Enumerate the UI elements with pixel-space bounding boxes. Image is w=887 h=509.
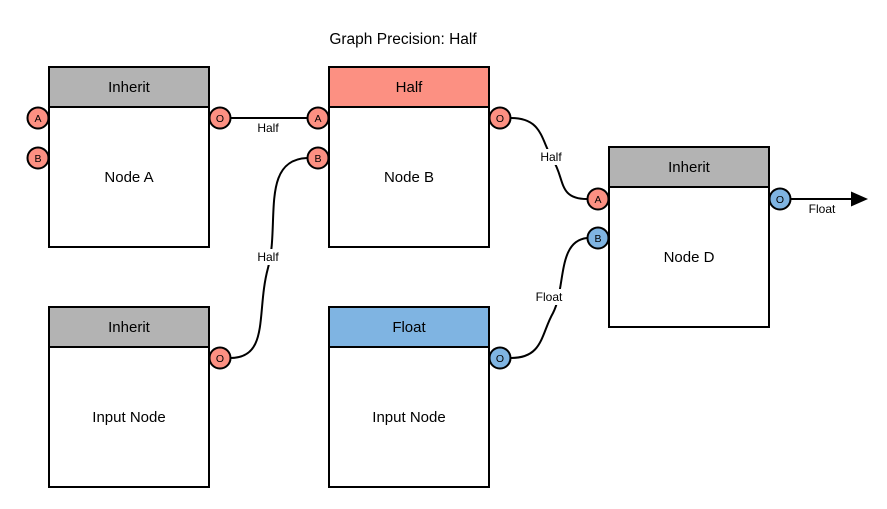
arrow-head-icon: [851, 191, 868, 207]
node-b-port-o: [488, 106, 512, 130]
node-title: Node B: [384, 169, 434, 186]
port-o-letter: O: [776, 194, 784, 206]
edge-label-background: [534, 149, 568, 165]
port-b-letter: B: [34, 153, 41, 165]
node-header: [48, 66, 210, 108]
node-header-label: Inherit: [668, 159, 711, 176]
graph-title: Graph Precision: Half: [329, 31, 477, 48]
port-o-letter: O: [216, 113, 224, 125]
edge-label: Float: [809, 202, 836, 216]
edge-label-background: [251, 249, 285, 265]
node-a-port-o: [208, 106, 232, 130]
edge-node-a-to-node-b: Half: [231, 117, 307, 135]
port-o-letter: O: [216, 353, 224, 365]
node-title: Input Node: [372, 409, 445, 426]
node-d-port-o: [768, 187, 792, 211]
port-a-letter: A: [594, 194, 601, 206]
node-header-label: Inherit: [108, 79, 151, 96]
port-o-letter: O: [496, 353, 504, 365]
node-b-port-b: [306, 146, 330, 170]
input-node-2-port-o: [488, 346, 512, 370]
node-title: Node D: [664, 249, 715, 266]
node-d-port-b: [586, 226, 610, 250]
edge-line: [229, 157, 308, 359]
node-a-port-a: [26, 106, 50, 130]
edge-input-node-2-to-node-d: Float: [510, 237, 588, 359]
port-b-letter: B: [594, 233, 601, 245]
node-header: [328, 306, 490, 348]
port-a-letter: A: [314, 113, 321, 125]
node-input-node-1: Inherit Input Node O: [48, 306, 232, 488]
input-node-1-port-o: [208, 346, 232, 370]
node-header-label: Inherit: [108, 319, 151, 336]
node-header-label: Float: [392, 319, 426, 336]
node-node-a: Inherit Node A A B O: [26, 66, 232, 248]
node-title: Node A: [104, 169, 153, 186]
node-title: Input Node: [92, 409, 165, 426]
node-input-node-2: Float Input Node O: [328, 306, 512, 488]
edge-label: Half: [257, 121, 279, 135]
port-o-letter: O: [496, 113, 504, 125]
edge-line: [510, 237, 588, 359]
node-header-label: Half: [396, 79, 424, 96]
node-d-port-a: [586, 187, 610, 211]
node-header: [608, 146, 770, 188]
node-header: [48, 306, 210, 348]
node-header: [328, 66, 490, 108]
port-b-letter: B: [314, 153, 321, 165]
edge-label: Float: [536, 290, 563, 304]
edge-node-d-output: Float: [791, 191, 868, 216]
edge-label-background: [529, 289, 569, 305]
node-a-port-b: [26, 146, 50, 170]
node-node-d: Inherit Node D A B O: [586, 146, 792, 328]
edge-input-node-1-to-node-b: Half: [229, 157, 308, 359]
node-node-b: Half Node B A B O: [306, 66, 512, 248]
edge-label: Half: [540, 150, 562, 164]
node-b-port-a: [306, 106, 330, 130]
edge-label: Half: [257, 250, 279, 264]
port-a-letter: A: [34, 113, 41, 125]
edge-node-b-to-node-d: Half: [510, 117, 588, 200]
